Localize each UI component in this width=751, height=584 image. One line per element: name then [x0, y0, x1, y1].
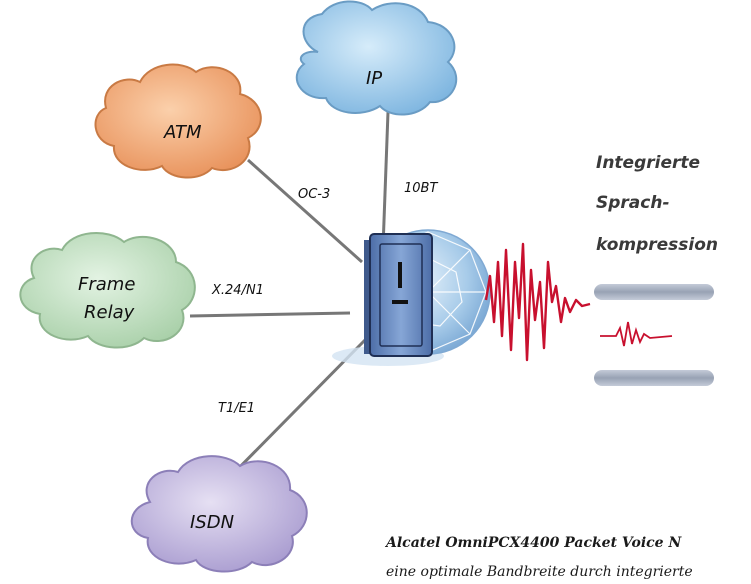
link-atm — [246, 158, 364, 264]
frame-relay-label-line1: Frame — [78, 274, 135, 295]
link-label-ip: 10BT — [404, 181, 438, 196]
atm-cloud-label: ATM — [163, 122, 202, 143]
compression-waveform — [484, 242, 591, 362]
isdn-cloud-label: ISDN — [190, 512, 234, 533]
frame-relay-label-line2: Relay — [84, 302, 135, 323]
link-label-atm: OC-3 — [298, 187, 330, 202]
ip-cloud — [295, 0, 458, 116]
link-frame-relay — [189, 311, 351, 318]
frame-relay-cloud — [19, 231, 196, 349]
caption-text: eine optimale Bandbreite durch integrier… — [386, 564, 693, 580]
ip-cloud-label: IP — [366, 68, 382, 89]
side-label-line3: kompression — [596, 235, 718, 255]
side-label-line2: Sprach- — [596, 193, 670, 213]
compressed-waveform — [600, 321, 673, 347]
device-cabinet — [364, 233, 433, 357]
side-label-line1: Integrierte — [596, 153, 700, 173]
compressed-bandwidth-bars — [594, 284, 714, 386]
caption-title: Alcatel OmniPCX4400 Packet Voice N — [384, 535, 682, 551]
pbx-device — [332, 229, 491, 366]
link-isdn — [223, 338, 367, 484]
atm-cloud — [94, 63, 262, 179]
link-label-isdn: T1/E1 — [218, 401, 255, 416]
link-ip — [381, 111, 390, 249]
isdn-cloud — [130, 455, 308, 573]
connection-lines — [189, 111, 390, 484]
link-label-frame-relay: X.24/N1 — [211, 283, 264, 298]
